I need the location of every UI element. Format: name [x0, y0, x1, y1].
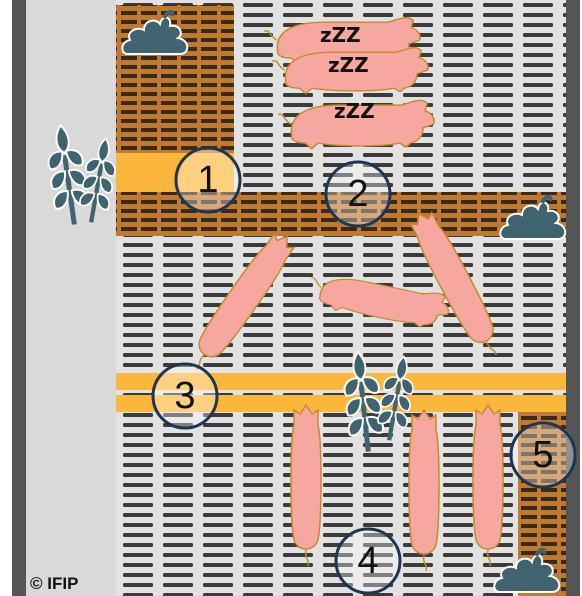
pig-icon [408, 409, 440, 572]
left-wall [12, 0, 26, 596]
zone-marker-5: 5 [509, 421, 577, 489]
right-wall [566, 0, 580, 596]
sleeping-mark: zZZ [320, 23, 361, 47]
solid-floor-middle [116, 192, 566, 236]
zone-marker-3: 3 [151, 362, 219, 430]
pig-icon [472, 404, 504, 567]
svg-text:4: 4 [357, 540, 378, 582]
svg-text:1: 1 [197, 159, 218, 201]
trough-3-lower [116, 395, 566, 412]
copyright-notice: © IFIP [30, 574, 79, 593]
zone-marker-4: 4 [334, 527, 402, 595]
trough-3-upper [116, 373, 566, 390]
service-aisle [26, 0, 116, 596]
sleeping-mark: zZZ [334, 99, 375, 123]
zone-marker-2: 2 [324, 160, 392, 228]
svg-text:3: 3 [174, 375, 195, 417]
pig-icon [290, 404, 322, 567]
svg-text:2: 2 [347, 173, 368, 215]
sleeping-mark: zZZ [328, 53, 369, 77]
zone-marker-1: 1 [174, 146, 242, 214]
svg-text:5: 5 [532, 434, 553, 476]
